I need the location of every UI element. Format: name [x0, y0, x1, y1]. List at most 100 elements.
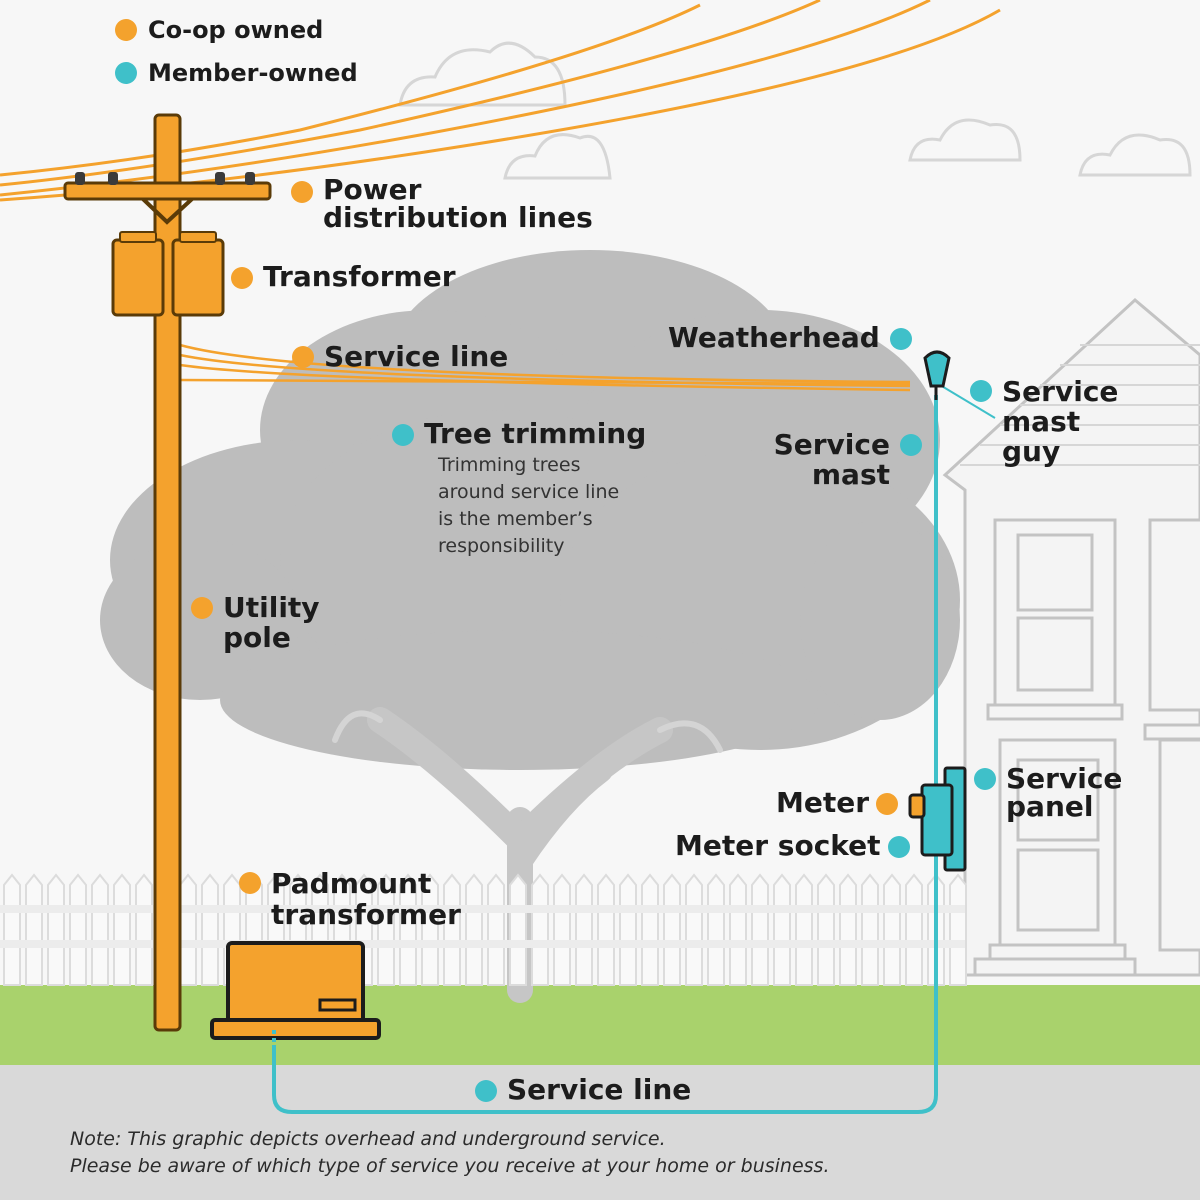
tree-trimming-desc-line: is the member’s — [438, 508, 593, 530]
fence-picket — [509, 873, 527, 986]
fence-picket — [443, 873, 461, 986]
legend-member-label: Member-owned — [148, 59, 358, 87]
transformer-label: Transformer — [263, 263, 456, 291]
service-panel-label-line: panel — [1006, 790, 1094, 823]
tree-trimming-dot — [392, 424, 414, 446]
utility-pole — [63, 113, 272, 1032]
fence-picket — [795, 873, 813, 986]
padmount-transformer-label-line: transformer — [271, 898, 461, 931]
service-mast-label-line: mast — [811, 458, 890, 491]
meter-dot — [876, 793, 898, 815]
service-line-overhead-label: Service line — [324, 343, 508, 371]
padmount-transformer-label: Padmount transformer — [271, 868, 461, 930]
meter-panel-shape — [908, 766, 967, 872]
underground-service-line — [272, 990, 938, 1114]
legend-coop-dot — [115, 19, 137, 41]
fence-picket — [377, 873, 395, 986]
transformer-dot — [231, 267, 253, 289]
fence-picket — [597, 873, 615, 986]
fence-picket — [531, 873, 549, 986]
fence-picket — [47, 873, 65, 986]
fence — [0, 873, 967, 986]
fence-picket — [399, 873, 417, 986]
service-panel-dot — [974, 768, 996, 790]
fence-picket — [883, 873, 901, 986]
service-mast-shape — [923, 350, 996, 990]
tree-trimming-description: Trimming trees around service line is th… — [438, 452, 619, 560]
weatherhead-dot — [890, 328, 912, 350]
fence-picket — [685, 873, 703, 986]
utility-pole-dot — [191, 597, 213, 619]
meter-label-line: Meter — [776, 786, 870, 819]
tree — [100, 250, 960, 1003]
grass — [0, 985, 1200, 1065]
fence-picket — [553, 873, 571, 986]
fence-picket — [201, 873, 219, 986]
fence-picket — [817, 873, 835, 986]
service-panel-label-line: Service — [1006, 762, 1123, 795]
fence-picket — [135, 873, 153, 986]
service-line-underground-dot — [475, 1080, 497, 1102]
tree-trimming-label: Tree trimming — [424, 420, 646, 448]
service-panel-label: Service panel — [1006, 765, 1122, 821]
footnote-line-2: Please be aware of which type of service… — [70, 1155, 830, 1177]
service-mast-guy-dot — [970, 380, 992, 402]
service-mast-guy-label: Service mast guy — [1002, 377, 1118, 467]
fence-picket — [575, 873, 593, 986]
fence-picket — [949, 873, 967, 986]
fence-picket — [663, 873, 681, 986]
service-mast-guy-label-line: guy — [1002, 435, 1061, 468]
fence-picket — [3, 873, 21, 986]
fence-picket — [179, 873, 197, 986]
legend-coop-label: Co-op owned — [148, 16, 324, 44]
fence-picket — [465, 873, 483, 986]
utility-pole-label: Utility pole — [223, 593, 320, 653]
weatherhead-label: Weatherhead — [668, 324, 880, 352]
utility-pole-label-line: pole — [223, 621, 291, 654]
tree-trimming-label-line: Tree trimming — [424, 417, 647, 450]
meter-socket-label: Meter socket — [675, 832, 881, 860]
service-mast-guy-label-line: mast — [1002, 405, 1081, 438]
tree-trimming-desc-line: responsibility — [438, 535, 565, 557]
house — [942, 297, 1200, 977]
padmount-transformer-shape — [210, 941, 381, 1040]
meter-label: Meter — [776, 789, 869, 817]
tree-trimming-desc-line: around service line — [438, 481, 620, 503]
weatherhead-label-line: Weatherhead — [668, 321, 880, 354]
service-line-underground-label-line: Service line — [507, 1073, 692, 1106]
fence-picket — [839, 873, 857, 986]
meter-socket-label-line: Meter socket — [675, 829, 881, 862]
power-lines-dot — [291, 181, 313, 203]
fence-picket — [773, 873, 791, 986]
fence-picket — [487, 873, 505, 986]
legend-member-dot — [115, 62, 137, 84]
fence-picket — [113, 873, 131, 986]
utility-pole-label-line: Utility — [223, 591, 320, 624]
padmount-transformer-label-line: Padmount — [271, 867, 432, 900]
power-lines-label: Power distribution lines — [323, 176, 593, 232]
footnote-line-1: Note: This graphic depicts overhead and … — [70, 1128, 666, 1150]
service-line-underground-label: Service line — [507, 1076, 691, 1104]
meter-socket-dot — [888, 836, 910, 858]
fence-picket — [91, 873, 109, 986]
tree-trimming-desc-line: Trimming trees — [438, 454, 581, 476]
road — [0, 1065, 1200, 1200]
service-mast-guy-label-line: Service — [1002, 375, 1119, 408]
fence-picket — [861, 873, 879, 986]
pole-transformers — [111, 231, 225, 317]
power-lines-label-line: Power — [323, 173, 422, 206]
padmount-transformer-dot — [239, 872, 261, 894]
fence-picket — [751, 873, 769, 986]
service-mast-label: Service mast — [772, 430, 890, 490]
fence-picket — [421, 873, 439, 986]
fence-picket — [641, 873, 659, 986]
service-mast-label-line: Service — [773, 428, 890, 461]
clouds — [398, 41, 1192, 180]
fence-picket — [25, 873, 43, 986]
fence-picket — [729, 873, 747, 986]
power-lines-label-line: distribution lines — [323, 201, 593, 234]
fence-picket — [707, 873, 725, 986]
fence-picket — [69, 873, 87, 986]
